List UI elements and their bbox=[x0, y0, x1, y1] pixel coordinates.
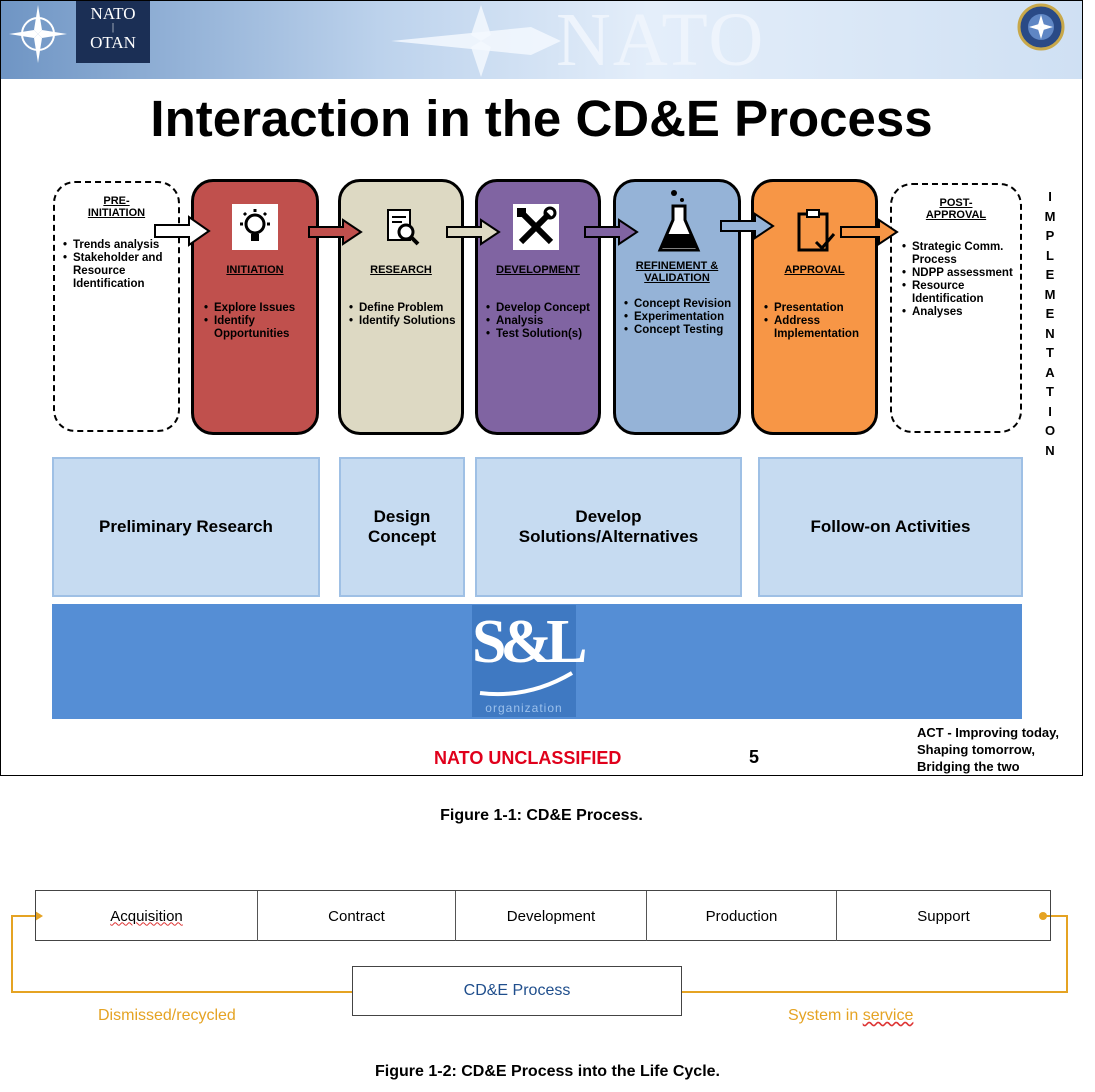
page-number: 5 bbox=[749, 747, 760, 767]
implementation-letter: A bbox=[1045, 364, 1055, 380]
lifecycle-phase-contract: Contract bbox=[258, 891, 456, 941]
arrow-right-icon bbox=[446, 218, 501, 246]
stage-bullet: Test Solution(s) bbox=[486, 328, 604, 341]
swoosh-icon bbox=[479, 671, 574, 697]
nato-otan-logo: NATO | OTAN bbox=[76, 1, 150, 63]
slide-title: Interaction in the CD&E Process bbox=[150, 90, 933, 147]
stage-refinement-validation: REFINEMENT & VALIDATION Concept Revision… bbox=[613, 179, 741, 435]
stage-approval: APPROVAL Presentation Address Implementa… bbox=[751, 179, 878, 435]
stage-label: RESEARCH bbox=[370, 264, 432, 276]
watermark-text: NATO bbox=[556, 0, 766, 82]
lifecycle-phase-acquisition: Acquisition bbox=[36, 891, 258, 941]
pre-initiation-label: PRE- INITIATION bbox=[87, 195, 146, 219]
pre-bullet: Trends analysis bbox=[63, 239, 167, 252]
watermark-star-icon bbox=[391, 5, 561, 77]
snl-logo: S&L organization bbox=[472, 605, 587, 717]
phase-develop-solutions: Develop Solutions/Alternatives bbox=[475, 457, 742, 597]
implementation-letter: L bbox=[1046, 247, 1054, 263]
post-bullet: Strategic Comm. Process bbox=[902, 241, 1020, 267]
stage-label: REFINEMENT & VALIDATION bbox=[635, 260, 719, 284]
pre-bullet: Stakeholder and Resource Identification bbox=[63, 252, 167, 291]
implementation-letter: N bbox=[1045, 325, 1055, 341]
system-in-service-label: System in service bbox=[788, 1007, 914, 1024]
stage-bullet: Experimentation bbox=[624, 311, 744, 324]
post-approval-label: POST- APPROVAL bbox=[925, 197, 987, 221]
lifecycle-phase-development: Development bbox=[456, 891, 647, 941]
stage-label: DEVELOPMENT bbox=[496, 264, 580, 276]
implementation-letter: I bbox=[1048, 189, 1052, 204]
implementation-letter: M bbox=[1044, 208, 1056, 224]
stage-development: DEVELOPMENT Develop Concept Analysis Tes… bbox=[475, 179, 601, 435]
figure-2-caption: Figure 1-2: CD&E Process into the Life C… bbox=[375, 1063, 720, 1080]
post-bullet: Resource Identification bbox=[902, 280, 1020, 306]
arrow-right-icon bbox=[720, 212, 775, 240]
arrow-right-icon bbox=[840, 218, 899, 246]
spellcheck-word: service bbox=[862, 1007, 914, 1024]
arrow-right-icon bbox=[154, 215, 211, 247]
stage-bullet: Identify Opportunities bbox=[204, 315, 316, 341]
phase-follow-on-activities: Follow-on Activities bbox=[758, 457, 1023, 597]
implementation-letter: P bbox=[1045, 228, 1055, 243]
implementation-letter: T bbox=[1046, 384, 1054, 399]
stage-bullet: Analysis bbox=[486, 315, 604, 328]
lifecycle-bar: Acquisition Contract Development Product… bbox=[35, 890, 1051, 941]
dismissed-recycled-label: Dismissed/recycled bbox=[98, 1007, 236, 1024]
implementation-letter: N bbox=[1045, 442, 1055, 458]
lifecycle-connectors bbox=[11, 911, 1068, 993]
post-approval-box: POST- APPROVAL Strategic Comm. Process N… bbox=[890, 183, 1022, 433]
lifecycle-phase-production: Production bbox=[647, 891, 837, 941]
clipboard-check-icon bbox=[794, 208, 836, 259]
stage-bullet: Concept Testing bbox=[624, 324, 744, 337]
implementation-letter: M bbox=[1044, 286, 1056, 302]
post-bullet: NDPP assessment bbox=[902, 267, 1020, 280]
lightbulb-icon bbox=[232, 204, 278, 250]
stage-bullet: Explore Issues bbox=[204, 302, 316, 315]
pre-initiation-box: PRE- INITIATION Trends analysis Stakehol… bbox=[53, 181, 180, 432]
nato-banner: NATO | OTAN NATO bbox=[1, 1, 1082, 82]
figure-1-caption: Figure 1-1: CD&E Process. bbox=[440, 807, 643, 824]
stage-research: RESEARCH Define Problem Identify Solutio… bbox=[338, 179, 464, 435]
nato-compass-icon bbox=[9, 5, 67, 63]
stage-label: APPROVAL bbox=[784, 264, 845, 276]
post-bullet: Analyses bbox=[902, 306, 1020, 319]
implementation-letter: E bbox=[1045, 267, 1055, 282]
slide: NATO | OTAN NATO Interaction in the CD&E… bbox=[0, 0, 1083, 776]
act-seal-icon bbox=[1017, 3, 1065, 51]
tools-icon bbox=[513, 204, 559, 250]
arrow-right-icon bbox=[308, 218, 363, 246]
stage-initiation: INITIATION Explore Issues Identify Oppor… bbox=[191, 179, 319, 435]
implementation-letter: E bbox=[1045, 306, 1055, 321]
stage-label: INITIATION bbox=[226, 264, 284, 276]
classification-label: NATO UNCLASSIFIED bbox=[434, 748, 622, 768]
stage-bullet: Define Problem bbox=[349, 302, 465, 315]
arrow-right-icon bbox=[584, 218, 639, 246]
document-search-icon bbox=[379, 204, 425, 250]
implementation-letter: O bbox=[1044, 423, 1056, 438]
flask-icon bbox=[656, 188, 702, 263]
stage-bullet: Identify Solutions bbox=[349, 315, 465, 328]
implementation-letter: I bbox=[1048, 403, 1052, 419]
implementation-letter: T bbox=[1046, 345, 1054, 360]
stage-bullet: Develop Concept bbox=[486, 302, 604, 315]
stage-bullet: Presentation bbox=[764, 302, 878, 315]
phase-design-concept: Design Concept bbox=[339, 457, 465, 597]
phase-preliminary-research: Preliminary Research bbox=[52, 457, 320, 597]
cde-process-box: CD&E Process bbox=[352, 966, 682, 1016]
stage-bullet: Address Implementation bbox=[764, 315, 878, 341]
act-motto: ACT - Improving today, Shaping tomorrow,… bbox=[917, 725, 1060, 774]
lifecycle-phase-support: Support bbox=[917, 907, 970, 925]
stage-bullet: Concept Revision bbox=[624, 298, 744, 311]
